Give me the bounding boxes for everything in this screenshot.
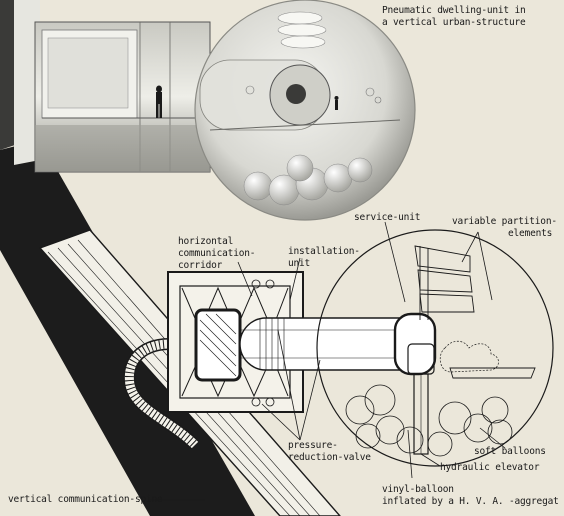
label-variable-partition-line-2: elements [508,228,553,239]
label-pressure-valve-line-2: reduction-valve [288,452,371,463]
label-variable-partition-line-1: variable partition- [452,216,557,227]
caption: Pneumatic dwelling-unit in a vertical ur… [382,5,526,29]
label-vertical-spine: vertical communication-spine [8,494,163,506]
label-vinyl-balloon-line-2: inflated by a H. V. A. -aggregat [382,496,559,507]
label-pressure-valve: pressure- reduction-valve [288,440,371,464]
label-installation-unit-line-1: installation- [288,246,360,257]
label-horizontal-corridor-line-2: communication- [178,248,256,259]
label-horizontal-corridor-line-3: corridor [178,260,223,271]
photo-model [0,0,416,516]
caption-line-2: a vertical urban-structure [382,17,526,28]
label-horizontal-corridor: horizontal communication- corridor [178,236,255,272]
caption-line-1: Pneumatic dwelling-unit in [382,5,526,16]
label-vinyl-balloon: vinyl-balloon inflated by a H. V. A. -ag… [382,484,559,508]
label-hydraulic-elevator: hydraulic elevator [440,462,540,474]
label-service-unit: service-unit [354,212,420,224]
label-variable-partition: variable partition- elements [452,216,557,240]
label-horizontal-corridor-line-1: horizontal [178,236,234,247]
label-hydraulic-elevator-text: hydraulic elevator [440,462,540,473]
label-vinyl-balloon-line-1: vinyl-balloon [382,484,454,495]
section-drawing [38,221,554,516]
label-installation-unit: installation- unit [288,246,360,270]
label-pressure-valve-line-1: pressure- [288,440,338,451]
label-service-unit-text: service-unit [354,212,421,223]
label-vertical-spine-text: vertical communication-spine [8,494,163,505]
label-soft-balloons-text: soft balloons [474,446,546,457]
label-soft-balloons: soft balloons [474,446,546,458]
label-installation-unit-line-2: unit [288,258,311,269]
